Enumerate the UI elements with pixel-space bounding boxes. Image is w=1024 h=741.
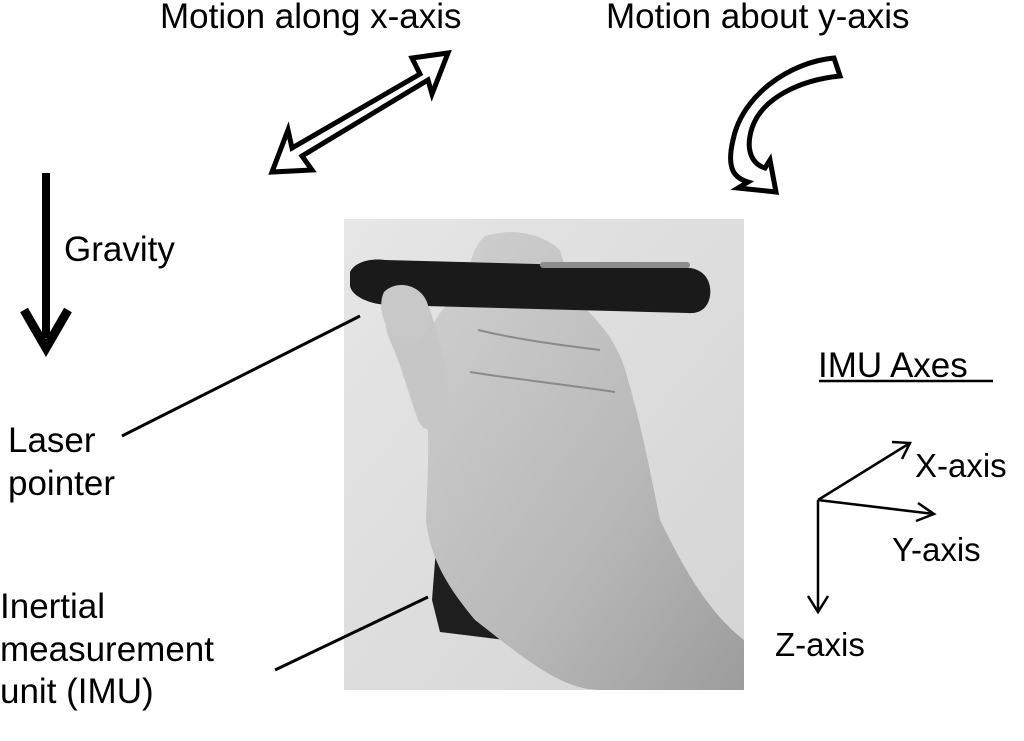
x-axis-line (817, 441, 911, 502)
motion-y-label: Motion about y-axis (606, 0, 910, 36)
x-axis-arrowhead (891, 440, 912, 460)
imu-axes-title: IMU Axes (818, 346, 968, 385)
pen-clip (540, 262, 690, 268)
hand (424, 232, 744, 690)
z-axis-label: Z-axis (775, 626, 865, 663)
x-axis-label: X-axis (915, 447, 1007, 484)
gravity-arrow (20, 173, 72, 357)
imu-leader-line (274, 595, 429, 672)
finger-crease (477, 329, 601, 351)
motion-x-label: Motion along x-axis (160, 0, 462, 36)
y-axis-arrowhead (915, 501, 937, 523)
imu-label: Inertial measurement unit (IMU) (0, 586, 214, 714)
x-motion-double-arrow (268, 49, 452, 175)
laser-pointer-device (350, 259, 711, 314)
y-axis-line (817, 498, 935, 516)
y-rotation-arrow (728, 55, 844, 195)
laser-leader-line (121, 314, 361, 438)
laser-label-line: pointer (8, 463, 116, 503)
hand-photo (344, 219, 744, 690)
thumb-tip (381, 285, 430, 341)
laser-label-line: Laser (8, 421, 96, 460)
z-axis-arrowhead (806, 595, 830, 615)
finger-crease (469, 371, 616, 393)
imu-label-line: measurement (0, 629, 214, 669)
imu-label-line: Inertial (0, 587, 106, 626)
imu-label-line: unit (IMU) (0, 672, 154, 712)
gravity-label: Gravity (64, 230, 175, 269)
y-axis-label: Y-axis (892, 531, 981, 568)
imu-axes (806, 440, 937, 615)
laser-pointer-label: Laser pointer (8, 420, 115, 505)
